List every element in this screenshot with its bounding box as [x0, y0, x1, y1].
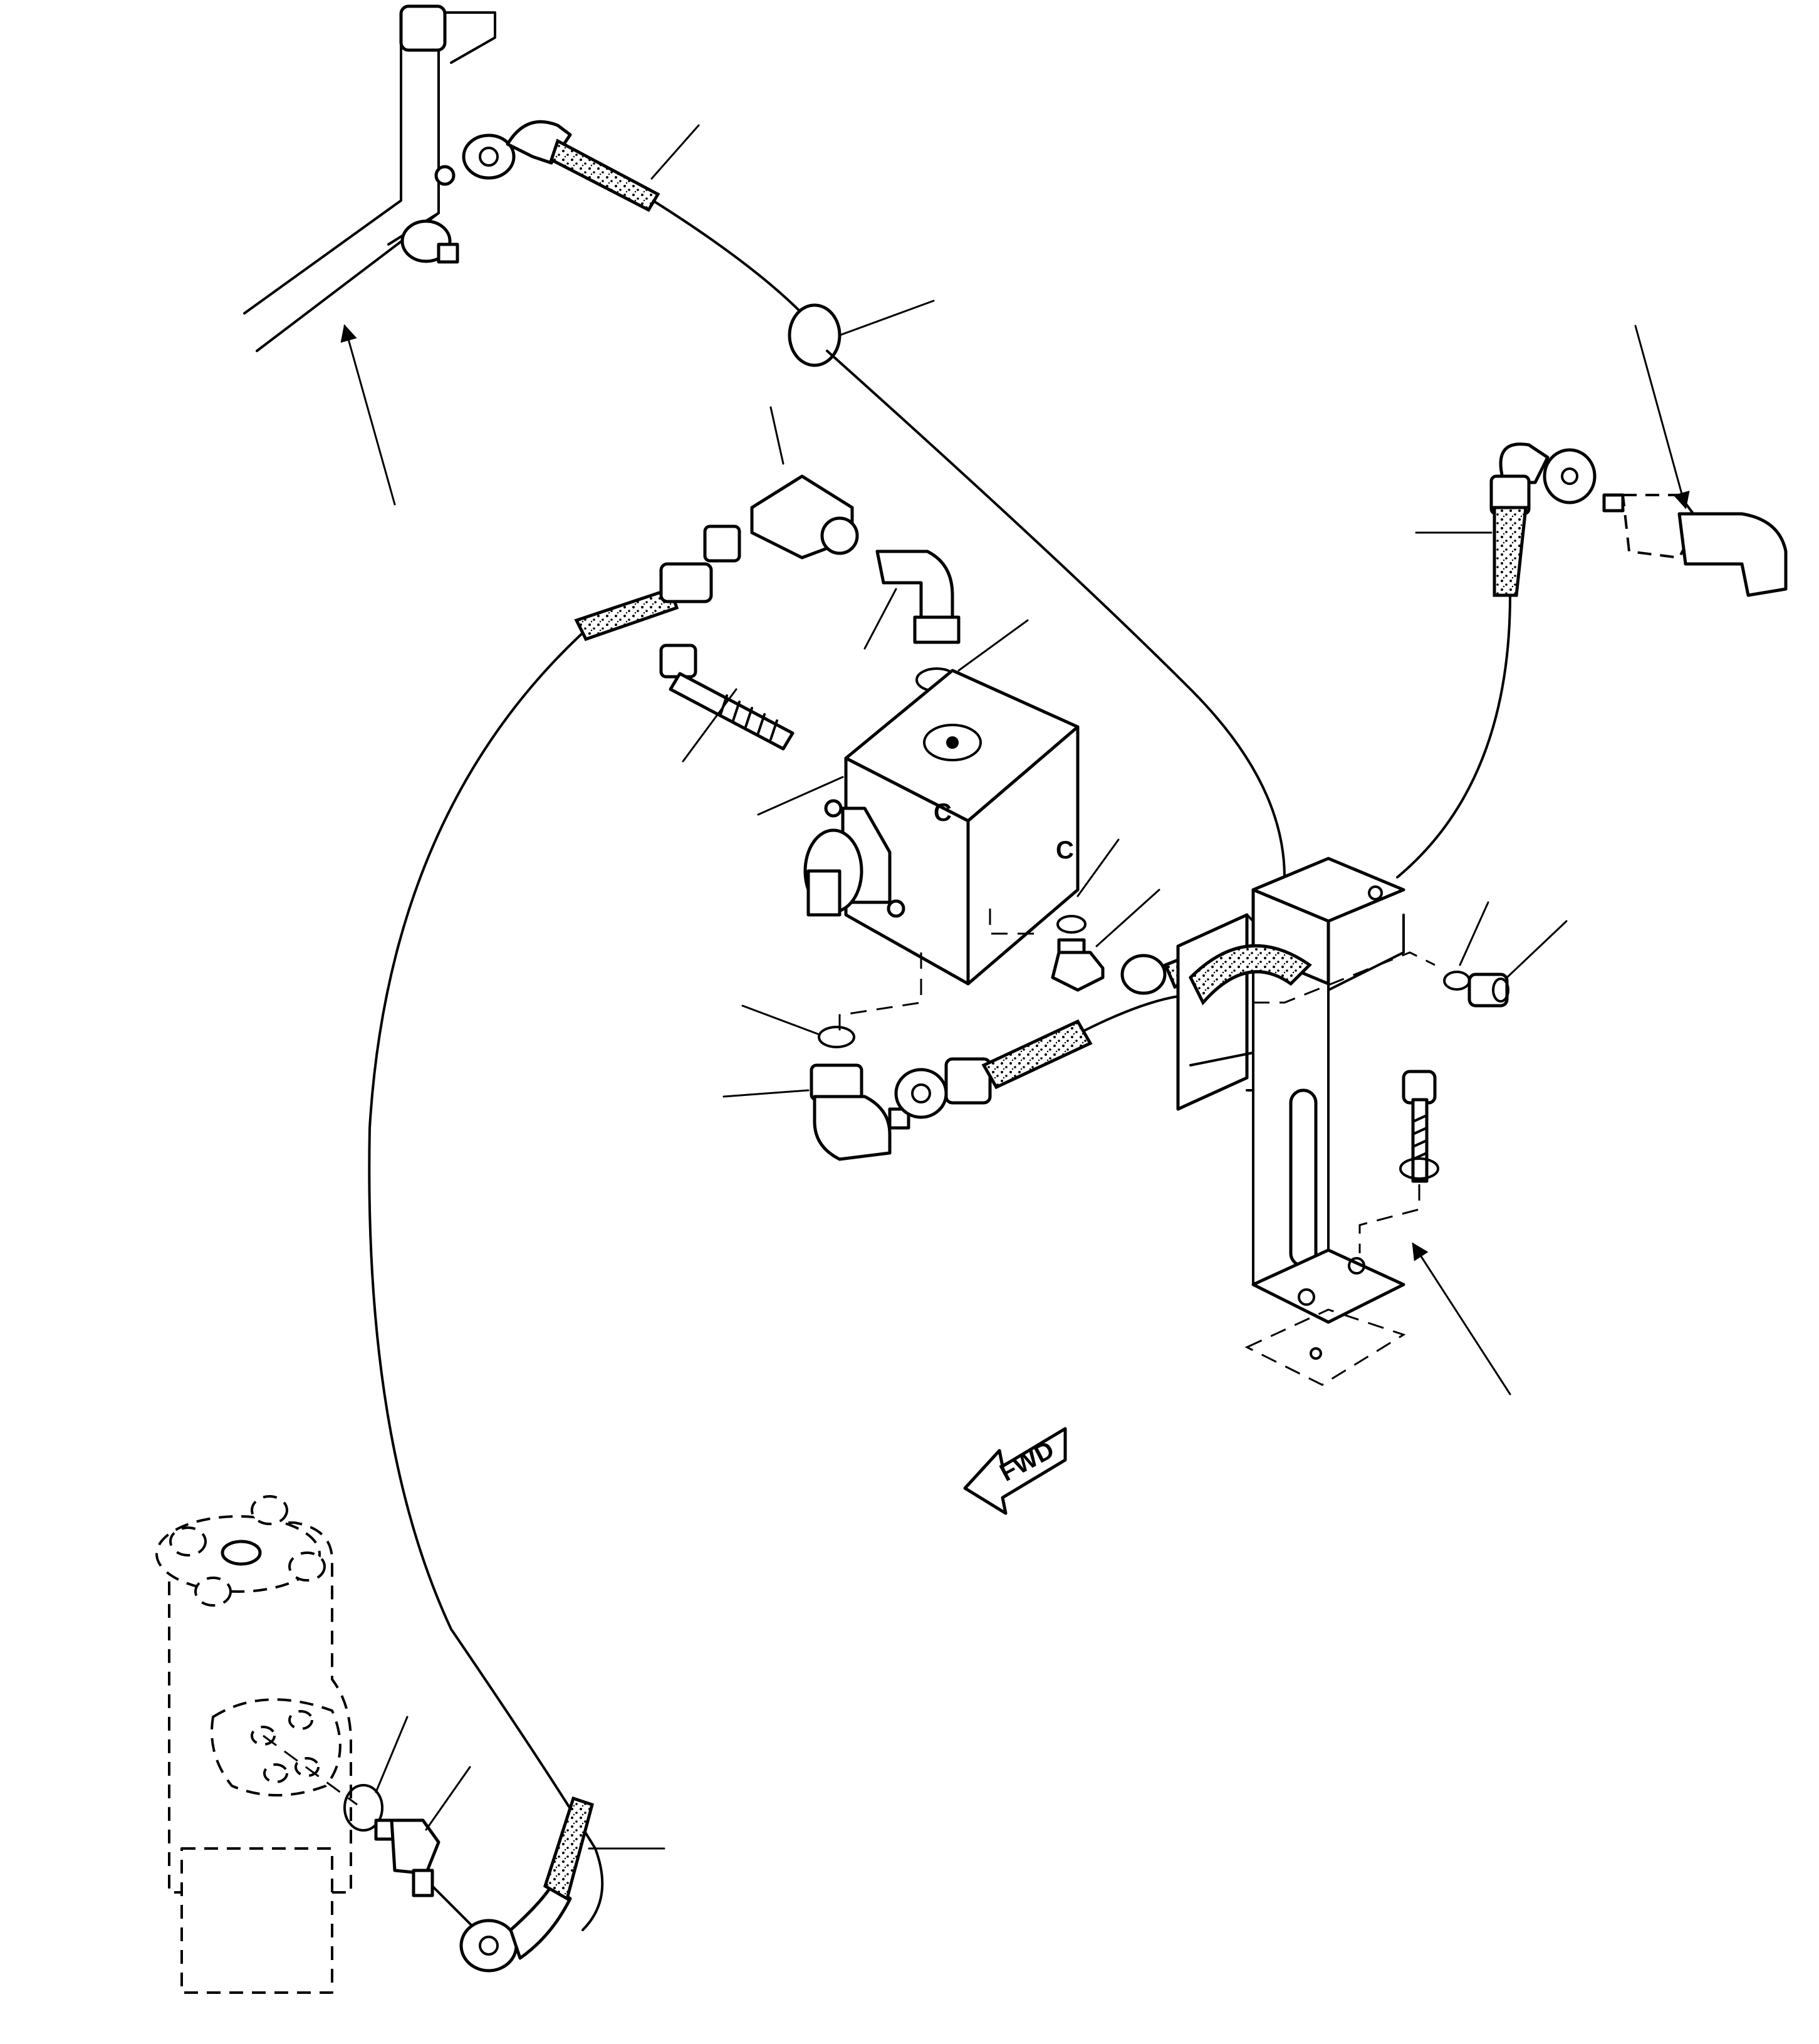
- tee-port: [434, 165, 456, 186]
- leader-o-ring-lower: [741, 1004, 819, 1035]
- leader-valve-block: [757, 776, 844, 816]
- leader-cap-screw: [682, 688, 738, 763]
- lower-hose-ferrule: [944, 1057, 992, 1105]
- lock-washer: [1443, 971, 1471, 991]
- valve-block-front: [966, 725, 1080, 986]
- nut-and-washer: [1443, 971, 1509, 1008]
- centerline-bracket-bolt: [1253, 951, 1436, 1004]
- leader-grommet: [838, 300, 935, 336]
- right-hose-assembly: [1396, 442, 1788, 879]
- leader-o-ring-upper: [957, 619, 1029, 672]
- elbow-hex: [913, 615, 961, 644]
- pipe-cap-fitting: [399, 4, 447, 52]
- right-hose-elbow: [1499, 442, 1550, 484]
- steering-unit-base: [180, 1847, 333, 1994]
- valve-block: C C: [803, 669, 1080, 986]
- bracket-hose-guard: [1188, 944, 1312, 1006]
- leader-lock-washer: [1459, 901, 1489, 966]
- top-hose-assembly: [462, 120, 1286, 879]
- steering-fitting-group: [343, 1784, 595, 1973]
- screw-head: [659, 644, 697, 679]
- leader-arrow-adapter: [1634, 325, 1690, 509]
- pipe-tee-assembly: [243, 4, 496, 352]
- leader-hex-nut: [1506, 920, 1568, 979]
- top-hose-nut: [462, 133, 516, 180]
- lower-hose-sleeve: [981, 1019, 1093, 1090]
- leader-top-hose: [650, 124, 700, 180]
- bracket-mount-bolt: [1399, 1070, 1439, 1183]
- leader-o-ring-bracket: [1076, 838, 1120, 897]
- bracket-slot: [1289, 1088, 1318, 1268]
- lower-elbow-hex: [810, 1063, 863, 1102]
- bottom-hose-nut: [459, 1919, 518, 1973]
- mount-bolt-washer: [1399, 1157, 1439, 1180]
- lower-elbow-group: [810, 995, 1179, 1161]
- bracket-floor-outline: [1244, 1308, 1406, 1386]
- leader-steering-adapter: [425, 1766, 471, 1831]
- o-ring-steering: [343, 1784, 383, 1832]
- tee-nipple: [437, 242, 459, 264]
- ninety-degree-elbow: [875, 550, 954, 622]
- leader-o-ring-steering: [375, 1716, 409, 1793]
- right-hose-sleeve: [1493, 506, 1528, 597]
- elbow-fitting-group: [703, 474, 961, 692]
- bracket-base-plate: [1251, 1248, 1405, 1324]
- bottom-hose-sleeve: [543, 1796, 595, 1901]
- leader-swivel-elbow: [769, 406, 784, 465]
- leader-elbow: [863, 588, 897, 650]
- forward-direction-indicator: FWD: [963, 1427, 1067, 1515]
- o-ring-lower: [818, 1026, 855, 1048]
- centerline-block-right: [989, 909, 1040, 935]
- left-hose-ferrule: [659, 562, 713, 603]
- centerline-mount-bolt: [1358, 1184, 1420, 1253]
- bottom-hose-elbow: [509, 1884, 572, 1960]
- bracket-side-plate: [1176, 913, 1249, 1111]
- lower-hose-nut: [894, 1068, 948, 1119]
- mounting-bracket: [1176, 857, 1406, 1386]
- valve-top-port: [923, 724, 982, 761]
- solenoid-stem: [806, 869, 842, 917]
- steering-shaft: [221, 1540, 262, 1566]
- screw-shank: [669, 672, 795, 751]
- fwd-arrow-icon: [963, 1427, 1067, 1515]
- top-hose-sleeve: [549, 138, 660, 212]
- bracket-elbow: [1051, 951, 1105, 992]
- hidden-valve-port: [1622, 494, 1699, 559]
- leader-arrow-tee: [340, 324, 396, 506]
- centerline-steering-port: [263, 1734, 358, 1806]
- centerline-block-bottom: [838, 952, 922, 1034]
- steering-adapter: [390, 1818, 440, 1875]
- o-ring-bracket: [1056, 915, 1087, 934]
- right-hose-nut: [1543, 448, 1597, 504]
- leader-arrow-bracket: [1412, 1242, 1511, 1395]
- cap-screw: [659, 644, 795, 751]
- leader-bracket-elbow: [1095, 889, 1160, 947]
- port-label-c-lower: C: [1056, 837, 1074, 864]
- right-adapter-elbow: [1677, 512, 1788, 597]
- bracket-elbow-nut: [1120, 954, 1167, 995]
- elbow-nut: [703, 524, 741, 563]
- lower-elbow: [813, 1095, 892, 1161]
- port-label-c-upper: C: [934, 799, 952, 826]
- leader-lower-elbow: [722, 1089, 810, 1098]
- left-hose-assembly: [368, 562, 713, 1931]
- steering-unit: [155, 1495, 352, 1994]
